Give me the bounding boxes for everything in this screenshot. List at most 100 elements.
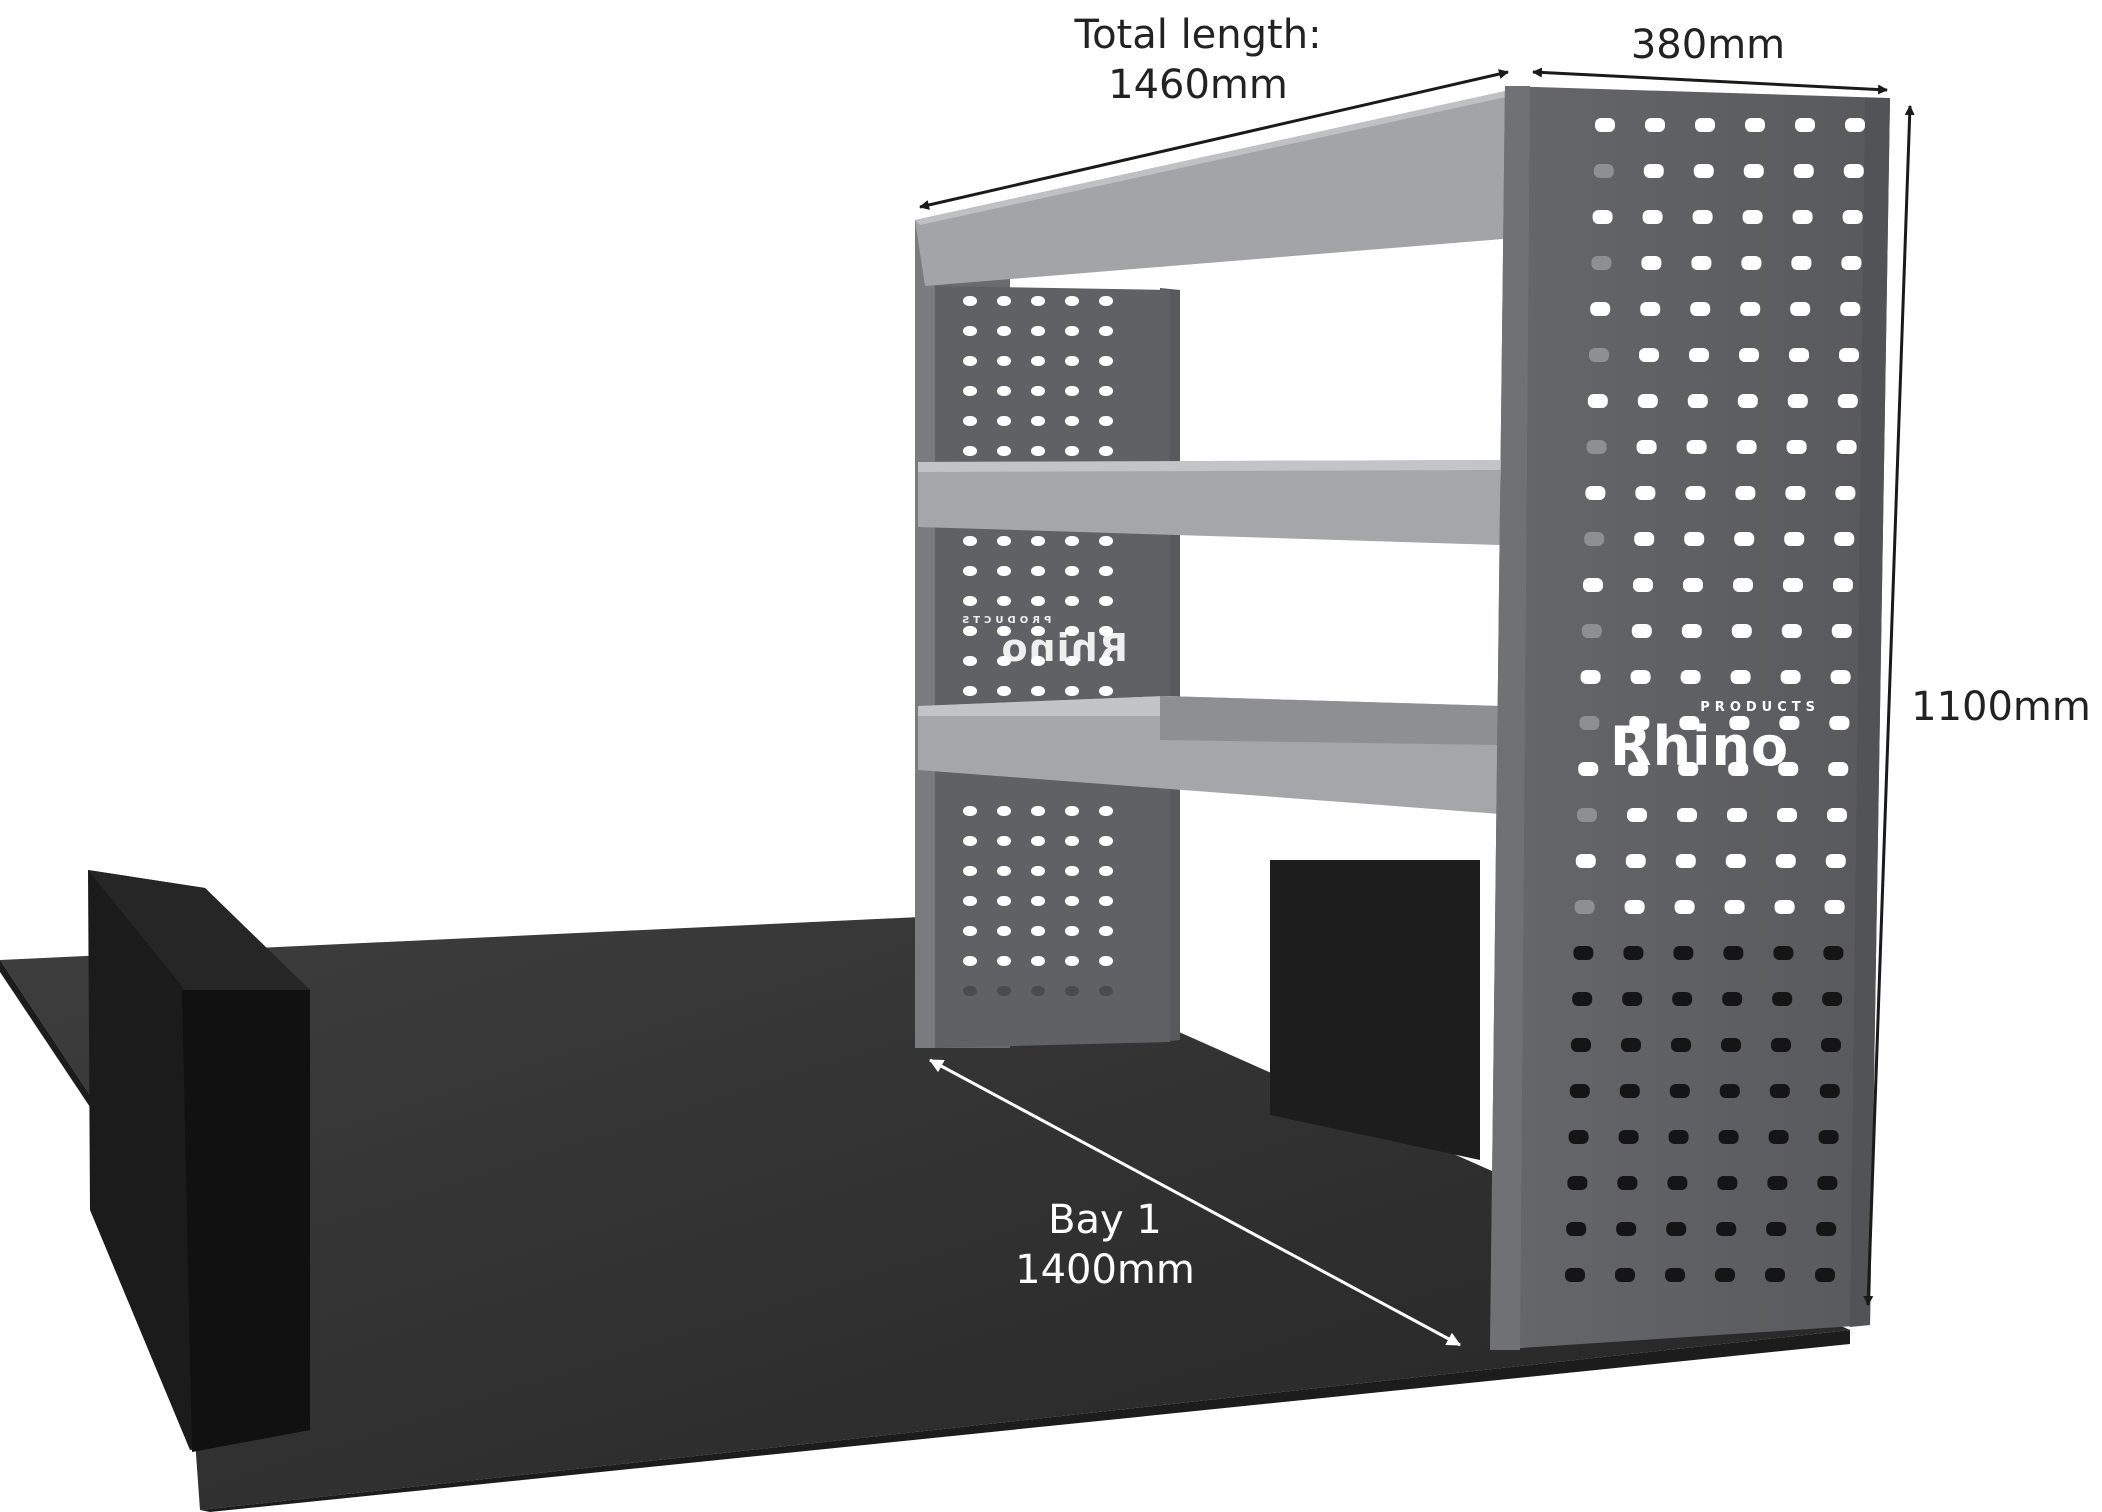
perforation-hole — [1568, 1130, 1589, 1144]
perforation-hole — [1730, 670, 1751, 684]
perforation-hole — [1617, 1176, 1638, 1190]
perforation-hole — [1687, 394, 1708, 408]
perforation-hole — [1031, 446, 1045, 456]
perforation-hole — [1618, 1130, 1639, 1144]
perforation-hole — [1668, 1130, 1689, 1144]
perforation-hole — [1575, 854, 1596, 868]
perforation-hole — [997, 686, 1011, 696]
perforation-hole — [963, 686, 977, 696]
perforation-hole — [1679, 716, 1700, 730]
perforation-hole — [1779, 716, 1800, 730]
perforation-hole — [1691, 256, 1712, 270]
perforation-hole — [1677, 808, 1697, 822]
perforation-hole — [1789, 348, 1809, 362]
perforation-hole — [1792, 210, 1813, 224]
left-panel-holes — [963, 296, 1113, 996]
perforation-hole — [1777, 808, 1797, 822]
perforation-hole — [1833, 578, 1853, 592]
perforation-hole — [1065, 416, 1079, 426]
total-length-label: Total length: 1460mm — [1038, 10, 1358, 110]
perforation-hole — [1790, 302, 1811, 316]
perforation-hole — [997, 536, 1011, 546]
perforation-hole — [1065, 956, 1079, 966]
perforation-hole — [1099, 296, 1113, 306]
perforation-hole — [1031, 836, 1045, 846]
perforation-hole — [1772, 992, 1793, 1006]
perforation-hole — [1717, 1176, 1738, 1190]
perforation-hole — [963, 416, 977, 426]
perforation-hole — [1774, 900, 1795, 914]
perforation-hole — [1787, 394, 1808, 408]
perforation-hole — [1574, 900, 1595, 914]
perforation-hole — [1725, 854, 1746, 868]
perforation-hole — [1031, 686, 1045, 696]
perforation-hole — [963, 566, 977, 576]
perforation-hole — [1722, 992, 1743, 1006]
perforation-hole — [1099, 416, 1113, 426]
perforation-hole — [1729, 716, 1750, 730]
perforation-hole — [1627, 808, 1647, 822]
perforation-hole — [1586, 440, 1607, 454]
perforation-hole — [1769, 1084, 1790, 1098]
perforation-hole — [1573, 946, 1594, 960]
perforation-hole — [1685, 486, 1706, 500]
perforation-hole — [1031, 326, 1045, 336]
perforation-hole — [1624, 900, 1645, 914]
perforation-hole — [1765, 1268, 1785, 1282]
perforation-hole — [1739, 348, 1759, 362]
perforation-hole — [1065, 866, 1079, 876]
perforation-hole — [1771, 1038, 1791, 1052]
perforation-hole — [1065, 836, 1079, 846]
perforation-hole — [1781, 624, 1802, 638]
perforation-hole — [997, 956, 1011, 966]
bay-arrow — [929, 1058, 1461, 1347]
perforation-hole — [1773, 946, 1794, 960]
perforation-hole — [1065, 536, 1079, 546]
perforation-hole — [1686, 440, 1707, 454]
perforation-hole — [963, 386, 977, 396]
perforation-hole — [1587, 394, 1608, 408]
perforation-hole — [1619, 1084, 1640, 1098]
perforation-hole — [1031, 806, 1045, 816]
perforation-hole — [1836, 440, 1857, 454]
perforation-hole — [1831, 624, 1852, 638]
perforation-hole — [1031, 596, 1045, 606]
perforation-hole — [1715, 1268, 1735, 1282]
perforation-hole — [1666, 1222, 1687, 1236]
perforation-hole — [1829, 716, 1850, 730]
perforation-hole — [963, 296, 977, 306]
perforation-hole — [963, 866, 977, 876]
perforation-hole — [1842, 210, 1863, 224]
perforation-hole — [1671, 1038, 1691, 1052]
perforation-hole — [1835, 486, 1856, 500]
perforation-hole — [1840, 302, 1861, 316]
perforation-hole — [1099, 446, 1113, 456]
perforation-hole — [1099, 626, 1113, 636]
perforation-hole — [1741, 256, 1762, 270]
perforation-hole — [1819, 1084, 1840, 1098]
height-arrow — [1863, 105, 1915, 1306]
perforation-hole — [1684, 532, 1705, 546]
perforation-hole — [997, 416, 1011, 426]
perforation-hole — [1823, 946, 1844, 960]
perforation-hole — [1839, 348, 1859, 362]
perforation-hole — [1629, 716, 1650, 730]
bay-label: Bay 1 1400mm — [970, 1195, 1240, 1295]
perforation-hole — [1775, 854, 1796, 868]
perforation-hole — [1724, 900, 1745, 914]
perforation-hole — [1031, 416, 1045, 426]
depth-label: 380mm — [1630, 22, 1786, 68]
perforation-hole — [1645, 118, 1665, 132]
perforation-hole — [1723, 946, 1744, 960]
perforation-hole — [1793, 164, 1814, 178]
perforation-hole — [1571, 1038, 1591, 1052]
perforation-hole — [1577, 808, 1597, 822]
perforation-hole — [1784, 532, 1805, 546]
perforation-hole — [1667, 1176, 1688, 1190]
perforation-hole — [1623, 946, 1644, 960]
perforation-hole — [1816, 1222, 1837, 1236]
perforation-hole — [997, 656, 1011, 666]
perforation-hole — [1592, 210, 1613, 224]
perforation-hole — [1718, 1130, 1739, 1144]
perforation-hole — [1768, 1130, 1789, 1144]
